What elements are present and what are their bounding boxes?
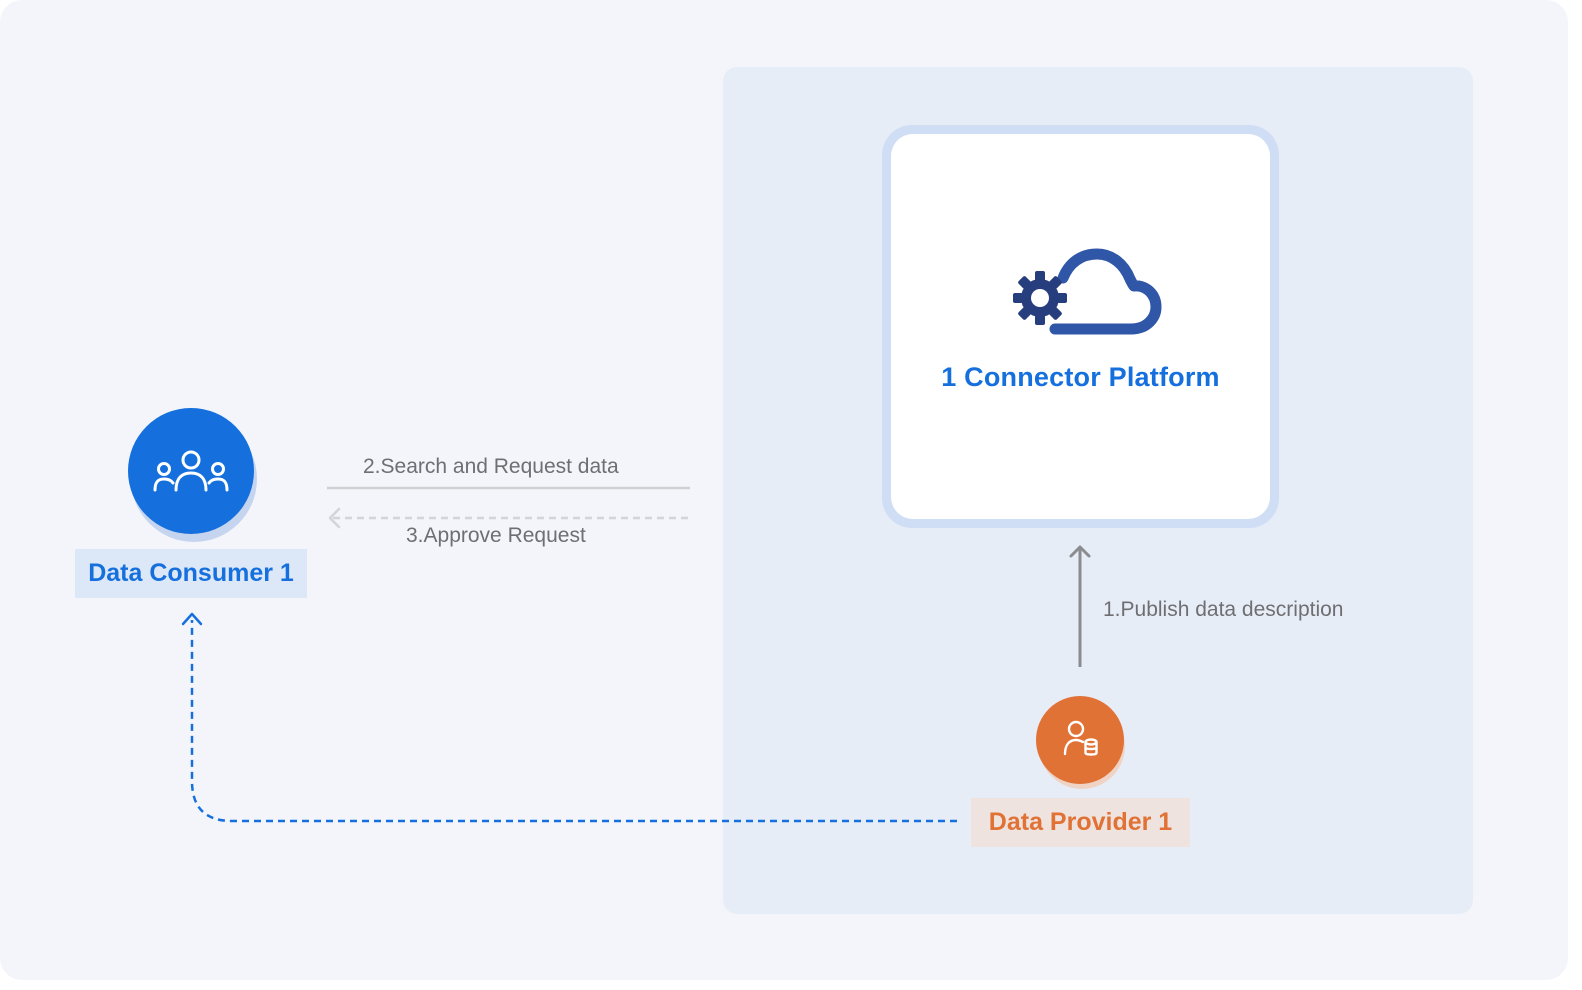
publish-description-label: 1.Publish data description bbox=[1103, 598, 1344, 621]
provider-node[interactable] bbox=[1036, 696, 1124, 784]
users-group-icon bbox=[153, 450, 229, 492]
provider-label: Data Provider 1 bbox=[971, 798, 1190, 847]
search-request-label: 2.Search and Request data bbox=[363, 455, 619, 478]
platform-card: 1 Connector Platform bbox=[882, 125, 1279, 528]
platform-card-inner: 1 Connector Platform bbox=[891, 134, 1270, 519]
approve-request-label: 3.Approve Request bbox=[406, 524, 586, 547]
consumer-label: Data Consumer 1 bbox=[75, 549, 307, 598]
platform-title: 1 Connector Platform bbox=[941, 362, 1220, 392]
cloud-gear-icon bbox=[1013, 248, 1162, 335]
consumer-node[interactable] bbox=[128, 408, 254, 534]
user-database-icon bbox=[1063, 720, 1098, 756]
